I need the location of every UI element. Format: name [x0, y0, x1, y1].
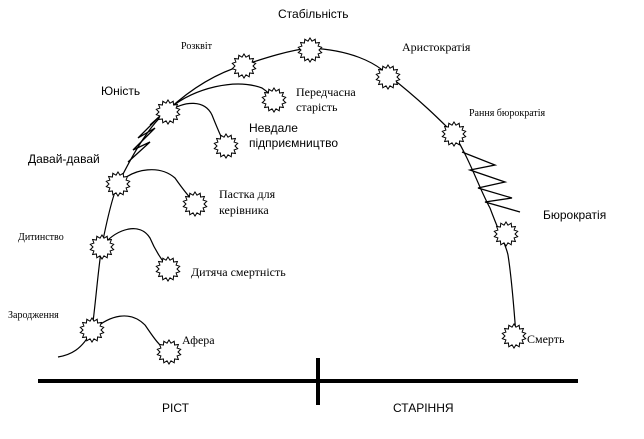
axis-label-growth: РІСТ [162, 401, 190, 415]
blob-rannia-icon [441, 121, 467, 147]
blob-afera-icon [156, 339, 182, 365]
label-rannia: Рання бюрократія [469, 108, 546, 119]
blob-smert-icon [501, 323, 527, 349]
blob-nevdale-icon [213, 133, 239, 159]
blob-rozkvit-icon [231, 53, 257, 79]
label-stabilnist: Стабільність [278, 7, 349, 21]
label-dytynstvo: Дитинство [18, 232, 64, 243]
label-pastka-1: Пастка для [219, 187, 276, 201]
blob-peredchasna-icon [261, 87, 287, 113]
axis-label-aging: СТАРІННЯ [393, 401, 454, 415]
label-peredchasna-2: старість [296, 100, 338, 114]
branch-afera [92, 315, 169, 353]
label-rozkvit: Розквіт [181, 41, 213, 52]
label-nevdale-1: Невдале [249, 121, 298, 135]
zigzag-biurokratiia [461, 151, 521, 213]
blob-yunist-icon [155, 99, 181, 125]
branch-pastka [119, 169, 196, 204]
label-zarodzhennia: Зародження [8, 310, 59, 321]
blob-dytynstvo-icon [89, 234, 115, 260]
label-davai: Давай-давай [28, 152, 100, 166]
label-biurokratiia: Бюрократія [543, 208, 606, 222]
blob-zarodzhennia-icon [79, 317, 105, 343]
label-yunist: Юність [101, 84, 140, 98]
label-peredchasna-1: Передчасна [296, 85, 356, 99]
blob-davai-icon [105, 171, 131, 197]
blob-stabilnist-icon [297, 37, 323, 63]
label-smert: Смерть [527, 332, 565, 346]
label-aristokratiia: Аристократія [402, 40, 471, 54]
branch-dytiacha [102, 228, 169, 269]
label-pastka-2: керівника [219, 203, 269, 217]
label-afera: Афера [182, 333, 215, 347]
blob-dytiacha-icon [155, 256, 181, 282]
blob-pastka-icon [182, 191, 208, 217]
blob-biurokratiia-icon [493, 221, 519, 247]
label-nevdale-2: підприємництво [249, 136, 338, 150]
blob-aristokratiia-icon [375, 64, 401, 90]
label-dytiacha: Дитяча смертність [191, 265, 286, 279]
